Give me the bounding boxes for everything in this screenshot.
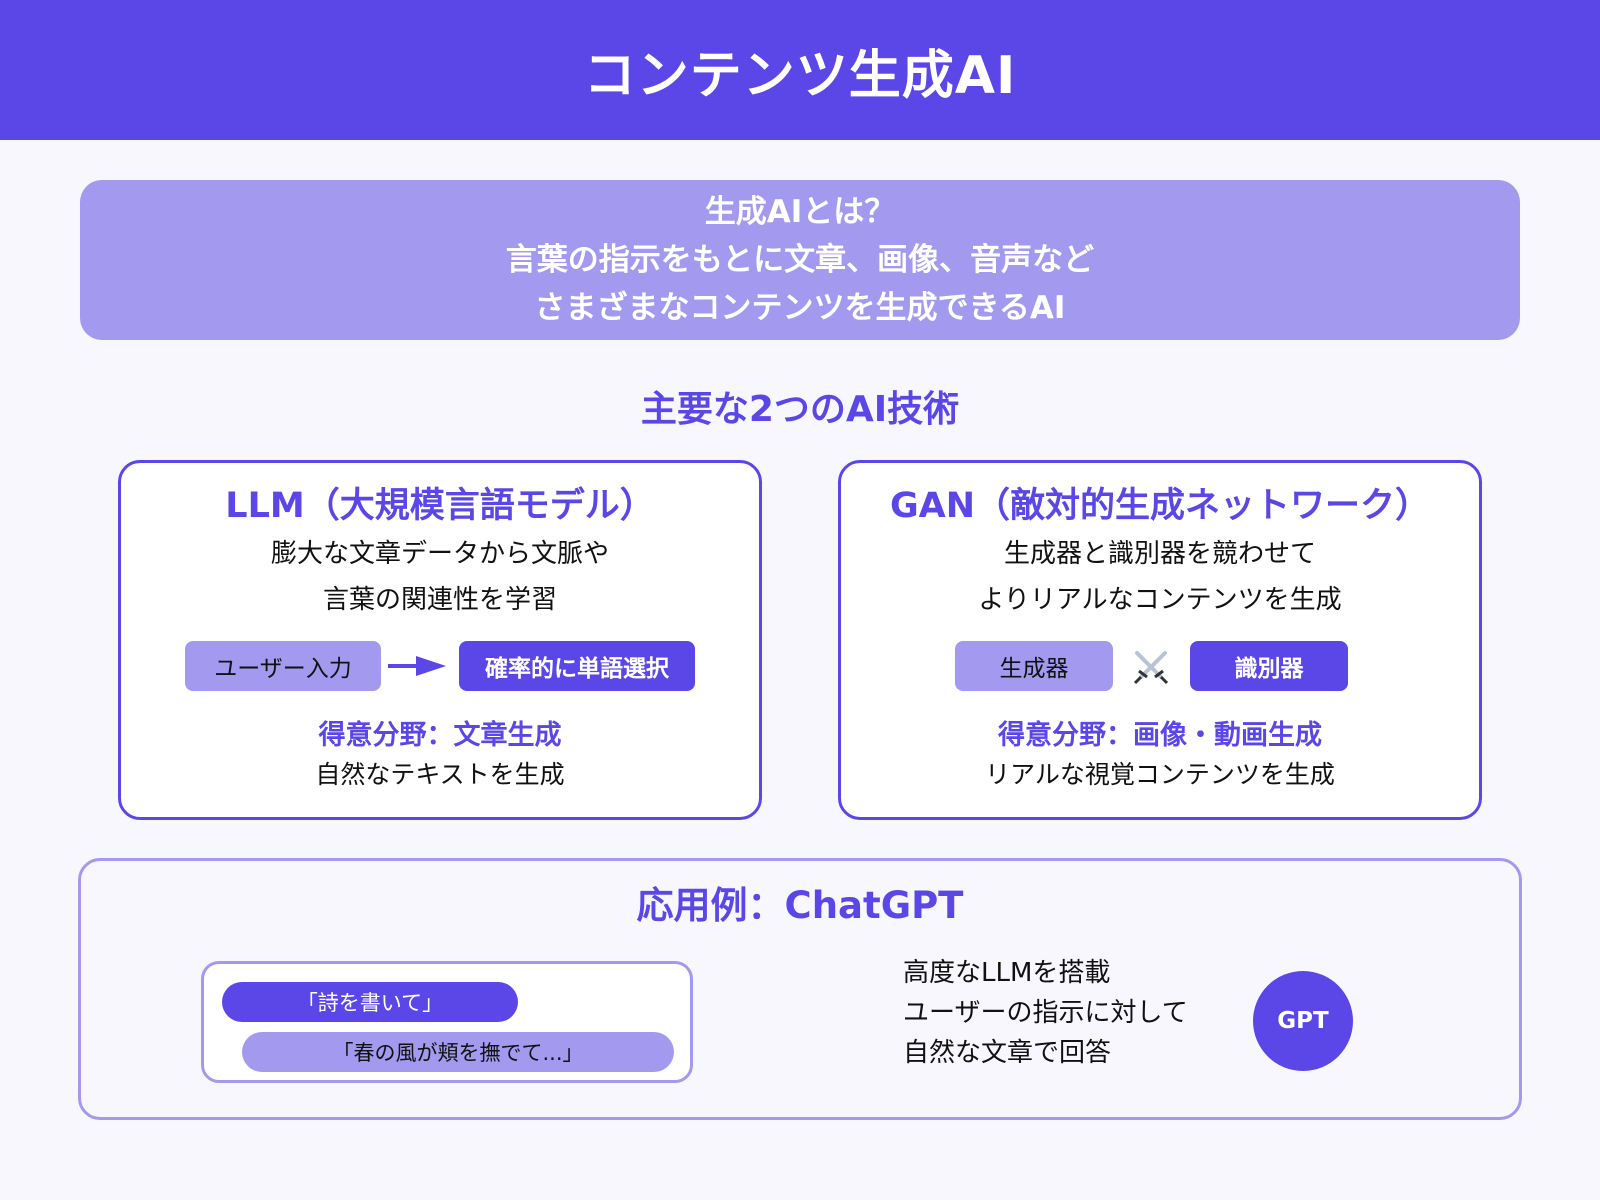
application-title: 応用例：ChatGPT	[636, 884, 964, 927]
ai-response-bubble: 「春の風が頬を撫でて...」	[242, 1032, 674, 1072]
llm-strength-desc: 自然なテキストを生成	[315, 760, 565, 789]
generator-pill: 生成器	[955, 641, 1113, 691]
gpt-badge-icon: GPT	[1253, 971, 1353, 1071]
gan-desc-line: よりリアルなコンテンツを生成	[978, 585, 1342, 615]
user-input-pill: ユーザー入力	[185, 641, 381, 691]
gan-title: GAN（敵対的生成ネットワーク）	[889, 486, 1431, 526]
intro-box: 生成AIとは？ 言葉の指示をもとに文章、画像、音声など さまざまなコンテンツを生…	[80, 180, 1520, 340]
llm-flow: ユーザー入力 確率的に単語選択	[121, 641, 759, 691]
chat-example: 「詩を書いて」 「春の風が頬を撫でて...」	[201, 961, 693, 1083]
intro-line: 言葉の指示をもとに文章、画像、音声など	[505, 242, 1095, 278]
app-desc-line: ユーザーの指示に対して	[903, 998, 1188, 1028]
gan-description: 生成器と識別器を競わせて よりリアルなコンテンツを生成	[841, 531, 1479, 623]
header-banner: コンテンツ生成AI	[0, 0, 1600, 140]
gan-desc-line: 生成器と識別器を競わせて	[1003, 539, 1316, 569]
gan-strength-desc: リアルな視覚コンテンツを生成	[985, 760, 1335, 789]
app-desc-line: 自然な文章で回答	[903, 1038, 1112, 1068]
application-box: 応用例：ChatGPT 「詩を書いて」 「春の風が頬を撫でて...」 高度なLL…	[78, 858, 1522, 1120]
llm-title: LLM（大規模言語モデル）	[225, 486, 655, 526]
section-title: 主要な2つのAI技術	[640, 389, 960, 430]
gan-flow: 生成器 識別器	[841, 641, 1479, 691]
llm-desc-line: 言葉の関連性を学習	[322, 585, 557, 615]
llm-strength: 得意分野：文章生成	[318, 720, 562, 751]
discriminator-pill: 識別器	[1190, 641, 1348, 691]
application-description: 高度なLLMを搭載 ユーザーの指示に対して 自然な文章で回答	[903, 953, 1188, 1073]
intro-heading: 生成AIとは？	[704, 194, 896, 230]
gan-card: GAN（敵対的生成ネットワーク） 生成器と識別器を競わせて よりリアルなコンテン…	[838, 460, 1482, 820]
llm-desc-line: 膨大な文章データから文脈や	[270, 539, 609, 569]
word-selection-pill: 確率的に単語選択	[459, 641, 695, 691]
arrow-right-icon	[388, 656, 446, 676]
llm-description: 膨大な文章データから文脈や 言葉の関連性を学習	[121, 531, 759, 623]
intro-line: さまざまなコンテンツを生成できるAI	[534, 290, 1066, 326]
llm-card: LLM（大規模言語モデル） 膨大な文章データから文脈や 言葉の関連性を学習 ユー…	[118, 460, 762, 820]
crossed-swords-icon	[1133, 651, 1169, 685]
page-title: コンテンツ生成AI	[583, 45, 1017, 106]
gan-strength: 得意分野：画像・動画生成	[998, 720, 1322, 751]
user-message-bubble: 「詩を書いて」	[222, 982, 518, 1022]
app-desc-line: 高度なLLMを搭載	[903, 958, 1111, 988]
